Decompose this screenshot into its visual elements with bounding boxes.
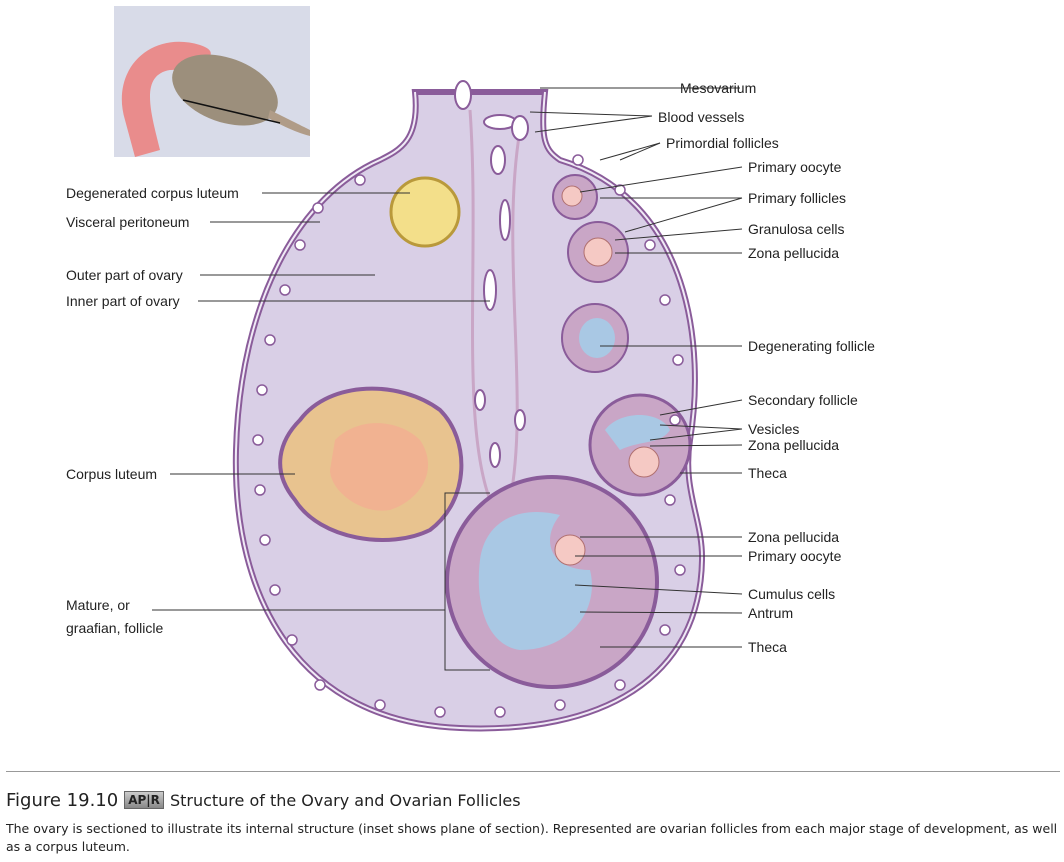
label-mature-follicle-line1: Mature, or (66, 597, 130, 613)
label-antrum: Antrum (748, 605, 794, 621)
label-zona-pellucida: Zona pellucida (748, 245, 840, 261)
secondary-follicle (588, 393, 692, 497)
ovary-illustration (114, 6, 743, 732)
degenerating-follicle (561, 303, 629, 373)
label-granulosa-cells: Granulosa cells (748, 221, 845, 237)
label-zona-pellucida-2: Zona pellucida (748, 437, 840, 453)
label-cumulus-cells: Cumulus cells (748, 586, 836, 602)
divider (6, 771, 1060, 772)
mature-follicle (445, 475, 659, 689)
label-primary-follicles: Primary follicles (748, 190, 847, 206)
label-blood-vessels: Blood vessels (658, 109, 745, 125)
label-outer-part-of-ovary: Outer part of ovary (66, 267, 183, 283)
label-degenerated-corpus-luteum: Degenerated corpus luteum (66, 185, 239, 201)
label-primary-oocyte: Primary oocyte (748, 159, 842, 175)
primary-follicles (552, 174, 629, 283)
label-degenerating-follicle: Degenerating follicle (748, 338, 875, 354)
label-theca: Theca (748, 465, 787, 481)
label-mature-follicle-line2: graafian, follicle (66, 620, 164, 636)
figure-number: Figure 19.10 (6, 790, 119, 811)
label-secondary-follicle: Secondary follicle (748, 392, 858, 408)
ovary-section (232, 80, 706, 732)
figure-title-text: Structure of the Ovary and Ovarian Folli… (169, 791, 521, 810)
figure-caption: The ovary is sectioned to illustrate its… (6, 821, 1058, 854)
label-visceral-peritoneum: Visceral peritoneum (66, 214, 190, 230)
label-corpus-luteum: Corpus luteum (66, 466, 158, 482)
label-zona-pellucida-3: Zona pellucida (748, 529, 840, 545)
label-primary-oocyte-2: Primary oocyte (748, 548, 842, 564)
label-primordial-follicles: Primordial follicles (666, 135, 779, 151)
label-inner-part-of-ovary: Inner part of ovary (66, 293, 180, 309)
label-mesovarium: Mesovarium (680, 80, 757, 96)
apr-badge: AP|R (124, 791, 164, 809)
figure-title: Figure 19.10 AP|R Structure of the Ovary a… (6, 790, 521, 811)
label-vesicles: Vesicles (748, 421, 800, 437)
leader-lines (152, 87, 743, 671)
degenerated-corpus-luteum (389, 176, 461, 248)
primordial-follicles (252, 154, 686, 718)
inset-image (114, 6, 310, 157)
corpus-luteum (278, 386, 464, 542)
label-theca-2: Theca (748, 639, 787, 655)
